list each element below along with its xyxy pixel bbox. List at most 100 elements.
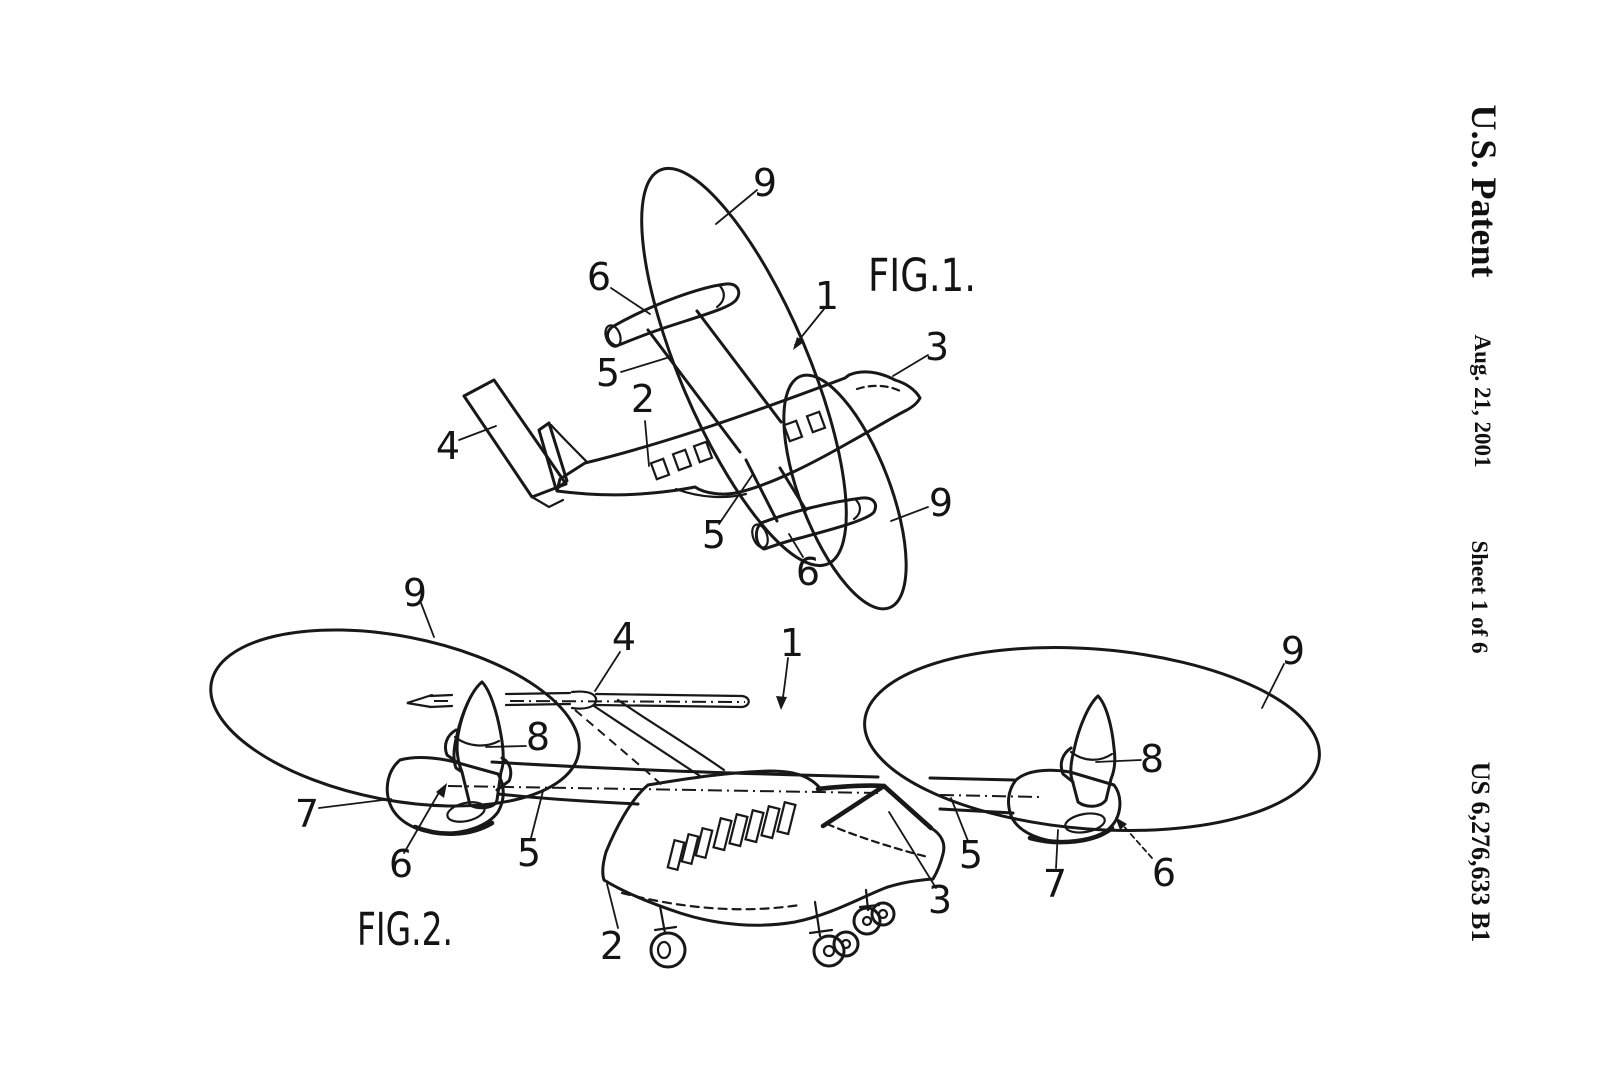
- fig1-wing-lower: [744, 458, 779, 523]
- fig1-window: [692, 440, 714, 464]
- leader-line: [318, 798, 392, 809]
- ref-label-9: 9: [403, 571, 427, 615]
- fig1-drawing: [462, 166, 922, 611]
- gear-wheel: [832, 930, 860, 958]
- fig2-window: [728, 812, 749, 848]
- ref-label-9: 9: [753, 161, 777, 205]
- leader-line: [610, 287, 651, 315]
- ref-label-6: 6: [796, 550, 820, 594]
- leader-line: [1119, 821, 1153, 859]
- fig2-wing-bottom-edge: [938, 807, 1015, 815]
- fig1-windows: [649, 410, 827, 481]
- ref-label-8: 8: [526, 715, 550, 759]
- gear-hub: [840, 938, 852, 950]
- fig2-a-pillar: [820, 783, 887, 829]
- ref-label-5: 5: [596, 351, 620, 395]
- fig2-right-nacelle: [1007, 694, 1122, 845]
- fig1-fin: [537, 421, 569, 491]
- fig1-window: [671, 448, 693, 472]
- fig2-rotor-disc-left: [209, 628, 581, 808]
- fig2-tailplane-cap: [740, 694, 750, 709]
- fig2-fuselage: [601, 769, 946, 927]
- fig2-wing-top-edge: [490, 760, 880, 779]
- fig2-wing-centerline: [447, 785, 1041, 798]
- gear-strut: [808, 900, 834, 938]
- fig1-nacelle-top-seam: [715, 284, 725, 309]
- ref-label-3: 3: [928, 878, 952, 922]
- ref-label-2: 2: [600, 924, 624, 968]
- leader-line: [420, 602, 435, 638]
- fig2-tailplane-edge: [428, 691, 572, 698]
- leader-line: [1261, 663, 1285, 709]
- leader-arrowhead: [1115, 817, 1127, 830]
- fig2-window: [666, 838, 686, 872]
- fig1-fuselage: [555, 370, 922, 497]
- ref-label-6: 6: [1152, 851, 1176, 895]
- fig1-nacelle-top: [606, 282, 741, 348]
- leader-line: [620, 356, 671, 373]
- leader-line: [794, 308, 825, 346]
- ref-label-7: 7: [295, 792, 319, 836]
- fig2-tail-boom: [616, 698, 726, 772]
- gear-wheel: [812, 934, 846, 968]
- ref-label-5: 5: [702, 513, 726, 557]
- gear-wheel: [649, 931, 687, 969]
- ref-label-6: 6: [389, 842, 413, 886]
- leader-line: [606, 883, 619, 929]
- fig1-window: [805, 410, 827, 434]
- fig2-tailplane-edge: [428, 702, 572, 709]
- leader-line: [458, 425, 497, 441]
- leader-line: [788, 533, 804, 558]
- leader-line: [890, 506, 929, 522]
- fig2-fairing-dash: [825, 822, 930, 859]
- leader-line: [715, 189, 758, 225]
- ref-label-4: 4: [612, 615, 636, 659]
- fig2-wing-top-edge: [928, 776, 1016, 782]
- nacelle-shadow: [412, 820, 495, 836]
- gear-hub: [822, 944, 836, 958]
- fig1-nacelle-low-inlet: [751, 523, 769, 549]
- ref-label-1: 1: [780, 621, 804, 665]
- fig2-caption: FIG.2.: [357, 903, 453, 956]
- fig1-nacelle-low: [755, 496, 877, 551]
- fig2-labels: 9 4 1 9 8 8 7 6 5 5 7 6: [295, 571, 1305, 968]
- fig1-window: [782, 419, 804, 443]
- patent-header-date: Aug. 21, 2001: [1470, 334, 1495, 468]
- leader-line: [485, 745, 527, 748]
- spinner-band: [453, 735, 501, 747]
- blade-root: [1059, 746, 1075, 784]
- leader-line: [594, 651, 621, 692]
- ref-label-7: 7: [1043, 862, 1067, 906]
- nacelle-exhaust: [446, 801, 486, 823]
- fig2-window: [760, 804, 781, 840]
- blade-root: [495, 756, 513, 792]
- fig1-rotor-disc-right: [782, 373, 908, 611]
- ref-label-4: 4: [436, 424, 460, 468]
- fig2-left-nacelle: [385, 680, 513, 836]
- fig2-tailplane-edge: [594, 692, 744, 709]
- nacelle-pod: [385, 756, 505, 835]
- leader-line: [892, 354, 929, 377]
- leader-arrowhead: [776, 696, 787, 710]
- fig2-drawing: [209, 628, 1321, 969]
- fig1-window: [649, 457, 671, 481]
- ref-label-2: 2: [631, 377, 655, 421]
- leader-line: [403, 788, 442, 854]
- gear-wheel: [852, 906, 882, 936]
- fig1-wing-upper2: [695, 309, 783, 424]
- fig1-canopy-dash: [855, 384, 904, 394]
- fig1-tail-boom: [549, 423, 589, 464]
- fig1-nacelle-top-inlet: [604, 324, 622, 348]
- leader-arrowhead: [793, 337, 804, 350]
- fig2-center-fin: [570, 690, 598, 710]
- fig1-tail-bracket: [530, 495, 565, 509]
- leader-line: [530, 790, 544, 839]
- ref-label-3: 3: [925, 325, 949, 369]
- fig1-sponson: [674, 487, 748, 499]
- fig1-wing-upper: [646, 328, 742, 454]
- leader-line: [888, 811, 937, 889]
- gear-hub: [861, 915, 873, 927]
- patent-header-sheet: Sheet 1 of 6: [1467, 540, 1492, 654]
- fig2-window: [694, 826, 714, 860]
